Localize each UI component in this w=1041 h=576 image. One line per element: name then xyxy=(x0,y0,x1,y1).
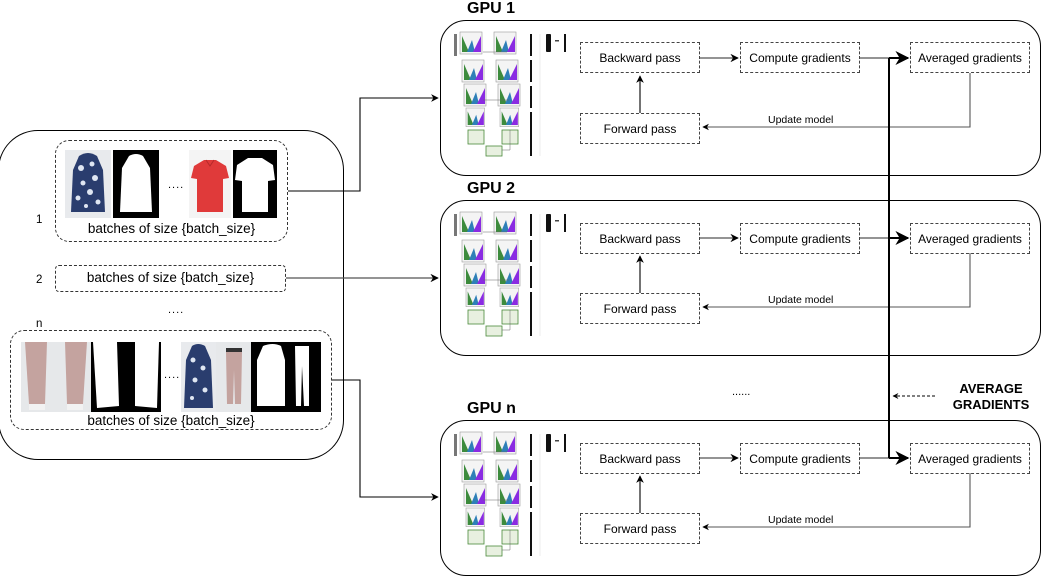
batch-1-group[interactable]: .... batches of size {batch_size} xyxy=(55,140,288,242)
gpu-2-forward-pass[interactable]: Forward pass xyxy=(580,293,700,324)
red-polo-image xyxy=(189,150,231,218)
gpu-n-backward-pass[interactable]: Backward pass xyxy=(580,443,700,474)
average-gradients-label-line1: AVERAGE xyxy=(959,381,1023,396)
batch-index-1: 1 xyxy=(36,214,43,226)
batch-n-to-gpu-n-arrow xyxy=(332,379,439,501)
gpu-1-update-model-label: Update model xyxy=(767,114,835,126)
gpu-1-compute-gradients[interactable]: Compute gradients xyxy=(740,42,860,73)
gpu-n-update-model-label: Update model xyxy=(767,514,835,526)
gpu-1-backward-pass[interactable]: Backward pass xyxy=(580,42,700,73)
gpu-2-compute-gradients[interactable]: Compute gradients xyxy=(740,223,860,254)
gpu-n-compute-gradients[interactable]: Compute gradients xyxy=(740,443,860,474)
average-gradients-label-line2: GRADIENTS xyxy=(952,397,1030,412)
pants-mask-image xyxy=(91,342,161,412)
batch-n-ellipsis: .... xyxy=(164,369,181,381)
jacket-pants-mask-image xyxy=(251,342,321,412)
gpu-1-averaged-gradients[interactable]: Averaged gradients xyxy=(910,42,1030,73)
gpu-2-update-model-label: Update model xyxy=(767,294,835,306)
gpus-ellipsis: ...... xyxy=(732,386,751,398)
floral-jacket-image xyxy=(65,150,111,218)
batch-2-label: batches of size {batch_size} xyxy=(86,270,255,285)
cnn-architecture-icon xyxy=(450,210,578,340)
pink-pants-image xyxy=(21,342,91,412)
pink-pants-image-2 xyxy=(216,342,251,412)
gpu-1-forward-pass[interactable]: Forward pass xyxy=(580,113,700,144)
floral-jacket-image-2 xyxy=(181,342,216,412)
batches-ellipsis: .... xyxy=(168,304,185,316)
gpu-2-title: GPU 2 xyxy=(467,180,516,197)
shirt-mask-image xyxy=(233,150,277,218)
data-batches-panel xyxy=(0,130,344,460)
batch-n-group[interactable]: .... batches of size {batch_size} xyxy=(10,330,332,430)
batch-index-n: n xyxy=(36,318,43,330)
batch-index-2: 2 xyxy=(36,274,43,286)
jacket-mask-image xyxy=(113,150,159,218)
gpu-n-averaged-gradients[interactable]: Averaged gradients xyxy=(910,443,1030,474)
batch-1-ellipsis: .... xyxy=(168,179,185,191)
batch-1-label: batches of size {batch_size} xyxy=(87,221,256,236)
gpu-1-title: GPU 1 xyxy=(467,0,516,17)
cnn-architecture-icon xyxy=(450,30,578,160)
gpu-2-backward-pass[interactable]: Backward pass xyxy=(580,223,700,254)
batch-2-group[interactable]: batches of size {batch_size} xyxy=(55,265,286,292)
gpu-2-averaged-gradients[interactable]: Averaged gradients xyxy=(910,223,1030,254)
average-gradients-label: AVERAGE GRADIENTS xyxy=(938,381,1041,413)
gpu-n-title: GPU n xyxy=(467,400,516,417)
cnn-architecture-icon xyxy=(450,430,578,560)
batch-n-label: batches of size {batch_size} xyxy=(87,413,255,428)
gpu-n-forward-pass[interactable]: Forward pass xyxy=(580,513,700,544)
